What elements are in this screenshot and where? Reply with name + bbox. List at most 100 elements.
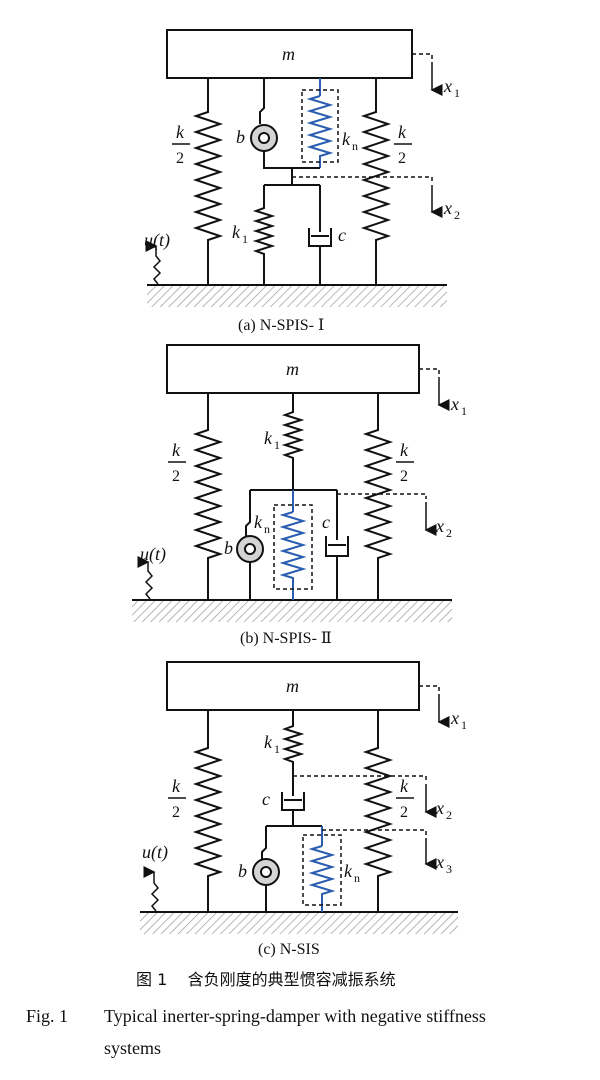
svg-text:k: k: [232, 222, 241, 242]
u-label-b: u(t): [140, 544, 166, 565]
spring-k-right-b: [362, 393, 394, 600]
svg-text:x: x: [435, 852, 444, 872]
c-label-b: c: [322, 512, 330, 532]
ground-b: [132, 600, 452, 622]
caption-b: (b) N-SPIS- Ⅱ: [240, 630, 332, 647]
svg-text:n: n: [264, 522, 270, 536]
k1-label-b: k 1: [264, 428, 280, 452]
x1-label-b: x 1: [450, 394, 467, 418]
svg-text:k: k: [400, 776, 409, 796]
figure-caption-en-line2: systems: [104, 1038, 161, 1058]
kn-label-c: k n: [344, 861, 360, 885]
spring-k-left-c: [192, 710, 224, 912]
svg-text:n: n: [354, 871, 360, 885]
x2-indicator-a: [292, 176, 443, 218]
ground-c: [140, 912, 458, 934]
svg-text:k: k: [400, 440, 409, 460]
svg-text:1: 1: [274, 438, 280, 452]
svg-text:x: x: [443, 76, 452, 96]
spring-kn-b: [273, 490, 313, 600]
svg-text:k: k: [344, 861, 353, 881]
u-label-c: u(t): [142, 842, 168, 863]
svg-text:n: n: [352, 139, 358, 153]
k1-label-a: k 1: [232, 222, 248, 246]
x2-indicator-c: [293, 775, 437, 818]
kn-label-b: k n: [254, 512, 270, 536]
b-label-c: b: [238, 861, 247, 881]
diagram-c: m k 2 k 2 k 1 c: [140, 661, 467, 958]
x2-indicator-b: [337, 493, 437, 536]
svg-text:1: 1: [461, 404, 467, 418]
x2-label-c: x 2: [435, 798, 452, 822]
u-label-a: u(t): [144, 230, 170, 251]
b-label-b: b: [224, 538, 233, 558]
diagram-a: m k 2 k 2 b: [144, 29, 460, 334]
svg-text:1: 1: [274, 742, 280, 756]
svg-text:2: 2: [454, 208, 460, 222]
svg-text:k: k: [264, 732, 273, 752]
svg-text:2: 2: [176, 150, 184, 167]
x1-indicator-b: [419, 368, 450, 411]
svg-text:k: k: [172, 776, 181, 796]
b-label-a: b: [236, 127, 245, 147]
x1-indicator-c: [419, 685, 450, 728]
x3-indicator-c: [322, 829, 437, 870]
spring-kn-c: [302, 826, 342, 912]
mass-label-a: m: [282, 44, 295, 64]
svg-text:x: x: [435, 516, 444, 536]
svg-text:2: 2: [400, 468, 408, 485]
ground-a: [147, 285, 447, 307]
figure-caption-en-line1: Typical inerter-spring-damper with negat…: [104, 1006, 486, 1026]
spring-k1-b: [281, 393, 305, 490]
inerter-a: [250, 78, 290, 169]
caption-c: (c) N-SIS: [258, 941, 320, 958]
mass-block-c: [166, 661, 420, 711]
svg-text:2: 2: [172, 804, 180, 821]
ground-input-a: [145, 240, 162, 285]
c-label-a: c: [338, 225, 346, 245]
damper-c: [281, 786, 305, 826]
spring-kn-a: [301, 78, 339, 168]
ground-input-b: [137, 556, 154, 600]
k1-label-c: k 1: [264, 732, 280, 756]
svg-text:3: 3: [446, 862, 452, 876]
inerter-b: [236, 490, 264, 600]
svg-text:1: 1: [242, 232, 248, 246]
spring-k-left-a: [192, 78, 224, 285]
svg-text:x: x: [435, 798, 444, 818]
spring-k1-a: [252, 185, 276, 285]
x3-label-c: x 3: [435, 852, 452, 876]
figure-caption-zh: 图 1 含负刚度的典型惯容减振系统: [136, 970, 396, 989]
x2-label-a: x 2: [443, 198, 460, 222]
mass-label-b: m: [286, 359, 299, 379]
damper-b: [325, 490, 349, 600]
svg-text:2: 2: [398, 150, 406, 167]
x1-label-a: x 1: [443, 76, 460, 100]
damper-a: [308, 185, 332, 285]
figure-caption-en-label: Fig. 1: [26, 1006, 68, 1026]
svg-text:k: k: [172, 440, 181, 460]
svg-text:x: x: [443, 198, 452, 218]
spring-k1-c: [281, 710, 305, 786]
x1-indicator-a: [412, 53, 443, 96]
svg-text:k: k: [398, 122, 407, 142]
inerter-c: [252, 826, 280, 912]
c-label-c: c: [262, 789, 270, 809]
svg-text:k: k: [264, 428, 273, 448]
kn-label-a: k n: [342, 129, 358, 153]
svg-text:2: 2: [400, 804, 408, 821]
ground-input-c: [143, 866, 160, 912]
spring-k-right-c: [362, 710, 394, 912]
svg-text:k: k: [254, 512, 263, 532]
svg-text:1: 1: [461, 718, 467, 732]
caption-a: (a) N-SPIS- Ⅰ: [238, 317, 324, 334]
k-half-label-right-a: k 2: [394, 122, 412, 167]
svg-text:2: 2: [446, 526, 452, 540]
svg-text:x: x: [450, 708, 459, 728]
svg-text:2: 2: [446, 808, 452, 822]
svg-text:k: k: [176, 122, 185, 142]
k-half-label-right-c: k 2: [396, 776, 414, 821]
svg-text:2: 2: [172, 468, 180, 485]
x2-label-b: x 2: [435, 516, 452, 540]
